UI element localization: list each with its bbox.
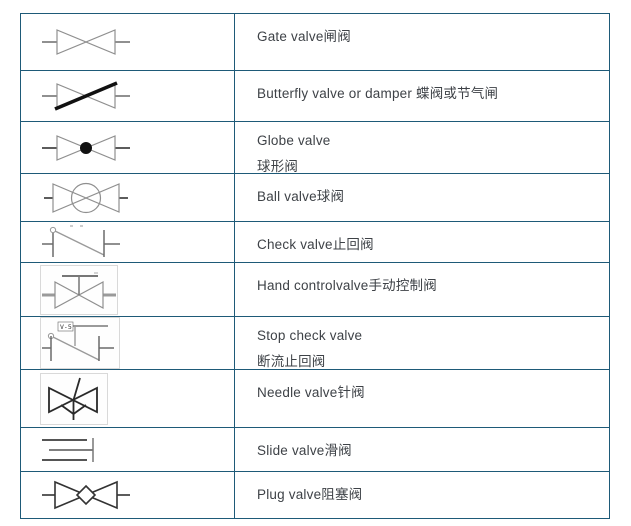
valve-label: Check valve止回阀	[257, 237, 374, 252]
symbol-cell	[21, 370, 235, 427]
symbol-cell	[21, 122, 235, 173]
symbol-cell: V-5	[21, 317, 235, 369]
table-row: Check valve止回阀	[21, 222, 609, 263]
valve-label: Needle valve针阀	[257, 385, 365, 400]
symbol-cell	[21, 174, 235, 221]
valve-label: Butterfly valve or damper 蝶阀或节气闸	[257, 86, 499, 101]
valve-label: Globe valve	[257, 133, 331, 148]
table-row: Butterfly valve or damper 蝶阀或节气闸	[21, 71, 609, 122]
symbol-cell	[21, 472, 235, 518]
butterfly-valve-symbol	[42, 81, 130, 111]
table-row: Globe valve 球形阀	[21, 122, 609, 174]
label-cell: Needle valve针阀	[235, 370, 609, 427]
symbol-image-frame	[40, 372, 108, 425]
table-row: Needle valve针阀	[21, 370, 609, 428]
table-row: Plug valve阻塞阀	[21, 472, 609, 518]
valve-label: Stop check valve	[257, 328, 363, 343]
symbol-cell	[21, 222, 235, 262]
table-row: Slide valve滑阀	[21, 428, 609, 472]
label-cell: Check valve止回阀	[235, 222, 609, 262]
gate-valve-symbol	[42, 29, 130, 55]
globe-valve-symbol	[42, 134, 130, 161]
table-row: Hand controlvalve手动控制阀	[21, 263, 609, 317]
valve-label: Ball valve球阀	[257, 189, 345, 204]
symbol-cell	[21, 14, 235, 70]
ball-valve-symbol	[44, 182, 128, 213]
label-cell: Slide valve滑阀	[235, 428, 609, 471]
symbol-image-frame	[40, 264, 118, 315]
valve-label: Slide valve滑阀	[257, 443, 352, 458]
label-cell: Ball valve球阀	[235, 174, 609, 221]
needle-valve-symbol	[48, 377, 98, 420]
label-cell: Hand controlvalve手动控制阀	[235, 263, 609, 316]
valve-tag-label: V-5	[60, 323, 72, 331]
hand-control-valve-symbol	[42, 272, 116, 309]
label-cell: Stop check valve 断流止回阀	[235, 317, 609, 369]
stop-check-valve-symbol: V-5	[42, 321, 114, 361]
valve-label-cn: 断流止回阀	[257, 354, 326, 369]
table-row: Ball valve球阀	[21, 174, 609, 222]
table-row: V-5 Stop check valve 断流止回阀	[21, 317, 609, 370]
valve-label: Gate valve闸阀	[257, 29, 351, 44]
slide-valve-symbol	[42, 437, 94, 462]
symbol-cell	[21, 71, 235, 121]
symbol-cell	[21, 263, 235, 316]
label-cell: Butterfly valve or damper 蝶阀或节气闸	[235, 71, 609, 121]
symbol-cell	[21, 428, 235, 471]
check-valve-symbol	[42, 225, 120, 257]
valve-symbol-table: Gate valve闸阀 Butterfly valve or damper 蝶…	[20, 13, 610, 519]
symbol-image-frame: V-5	[40, 317, 120, 369]
valve-label-cn: 球形阀	[257, 159, 299, 174]
label-cell: Globe valve 球形阀	[235, 122, 609, 174]
label-cell: Plug valve阻塞阀	[235, 472, 609, 518]
plug-valve-symbol	[42, 480, 130, 510]
valve-label: Hand controlvalve手动控制阀	[257, 278, 437, 293]
label-cell: Gate valve闸阀	[235, 14, 609, 70]
valve-label: Plug valve阻塞阀	[257, 487, 363, 502]
table-row: Gate valve闸阀	[21, 14, 609, 71]
